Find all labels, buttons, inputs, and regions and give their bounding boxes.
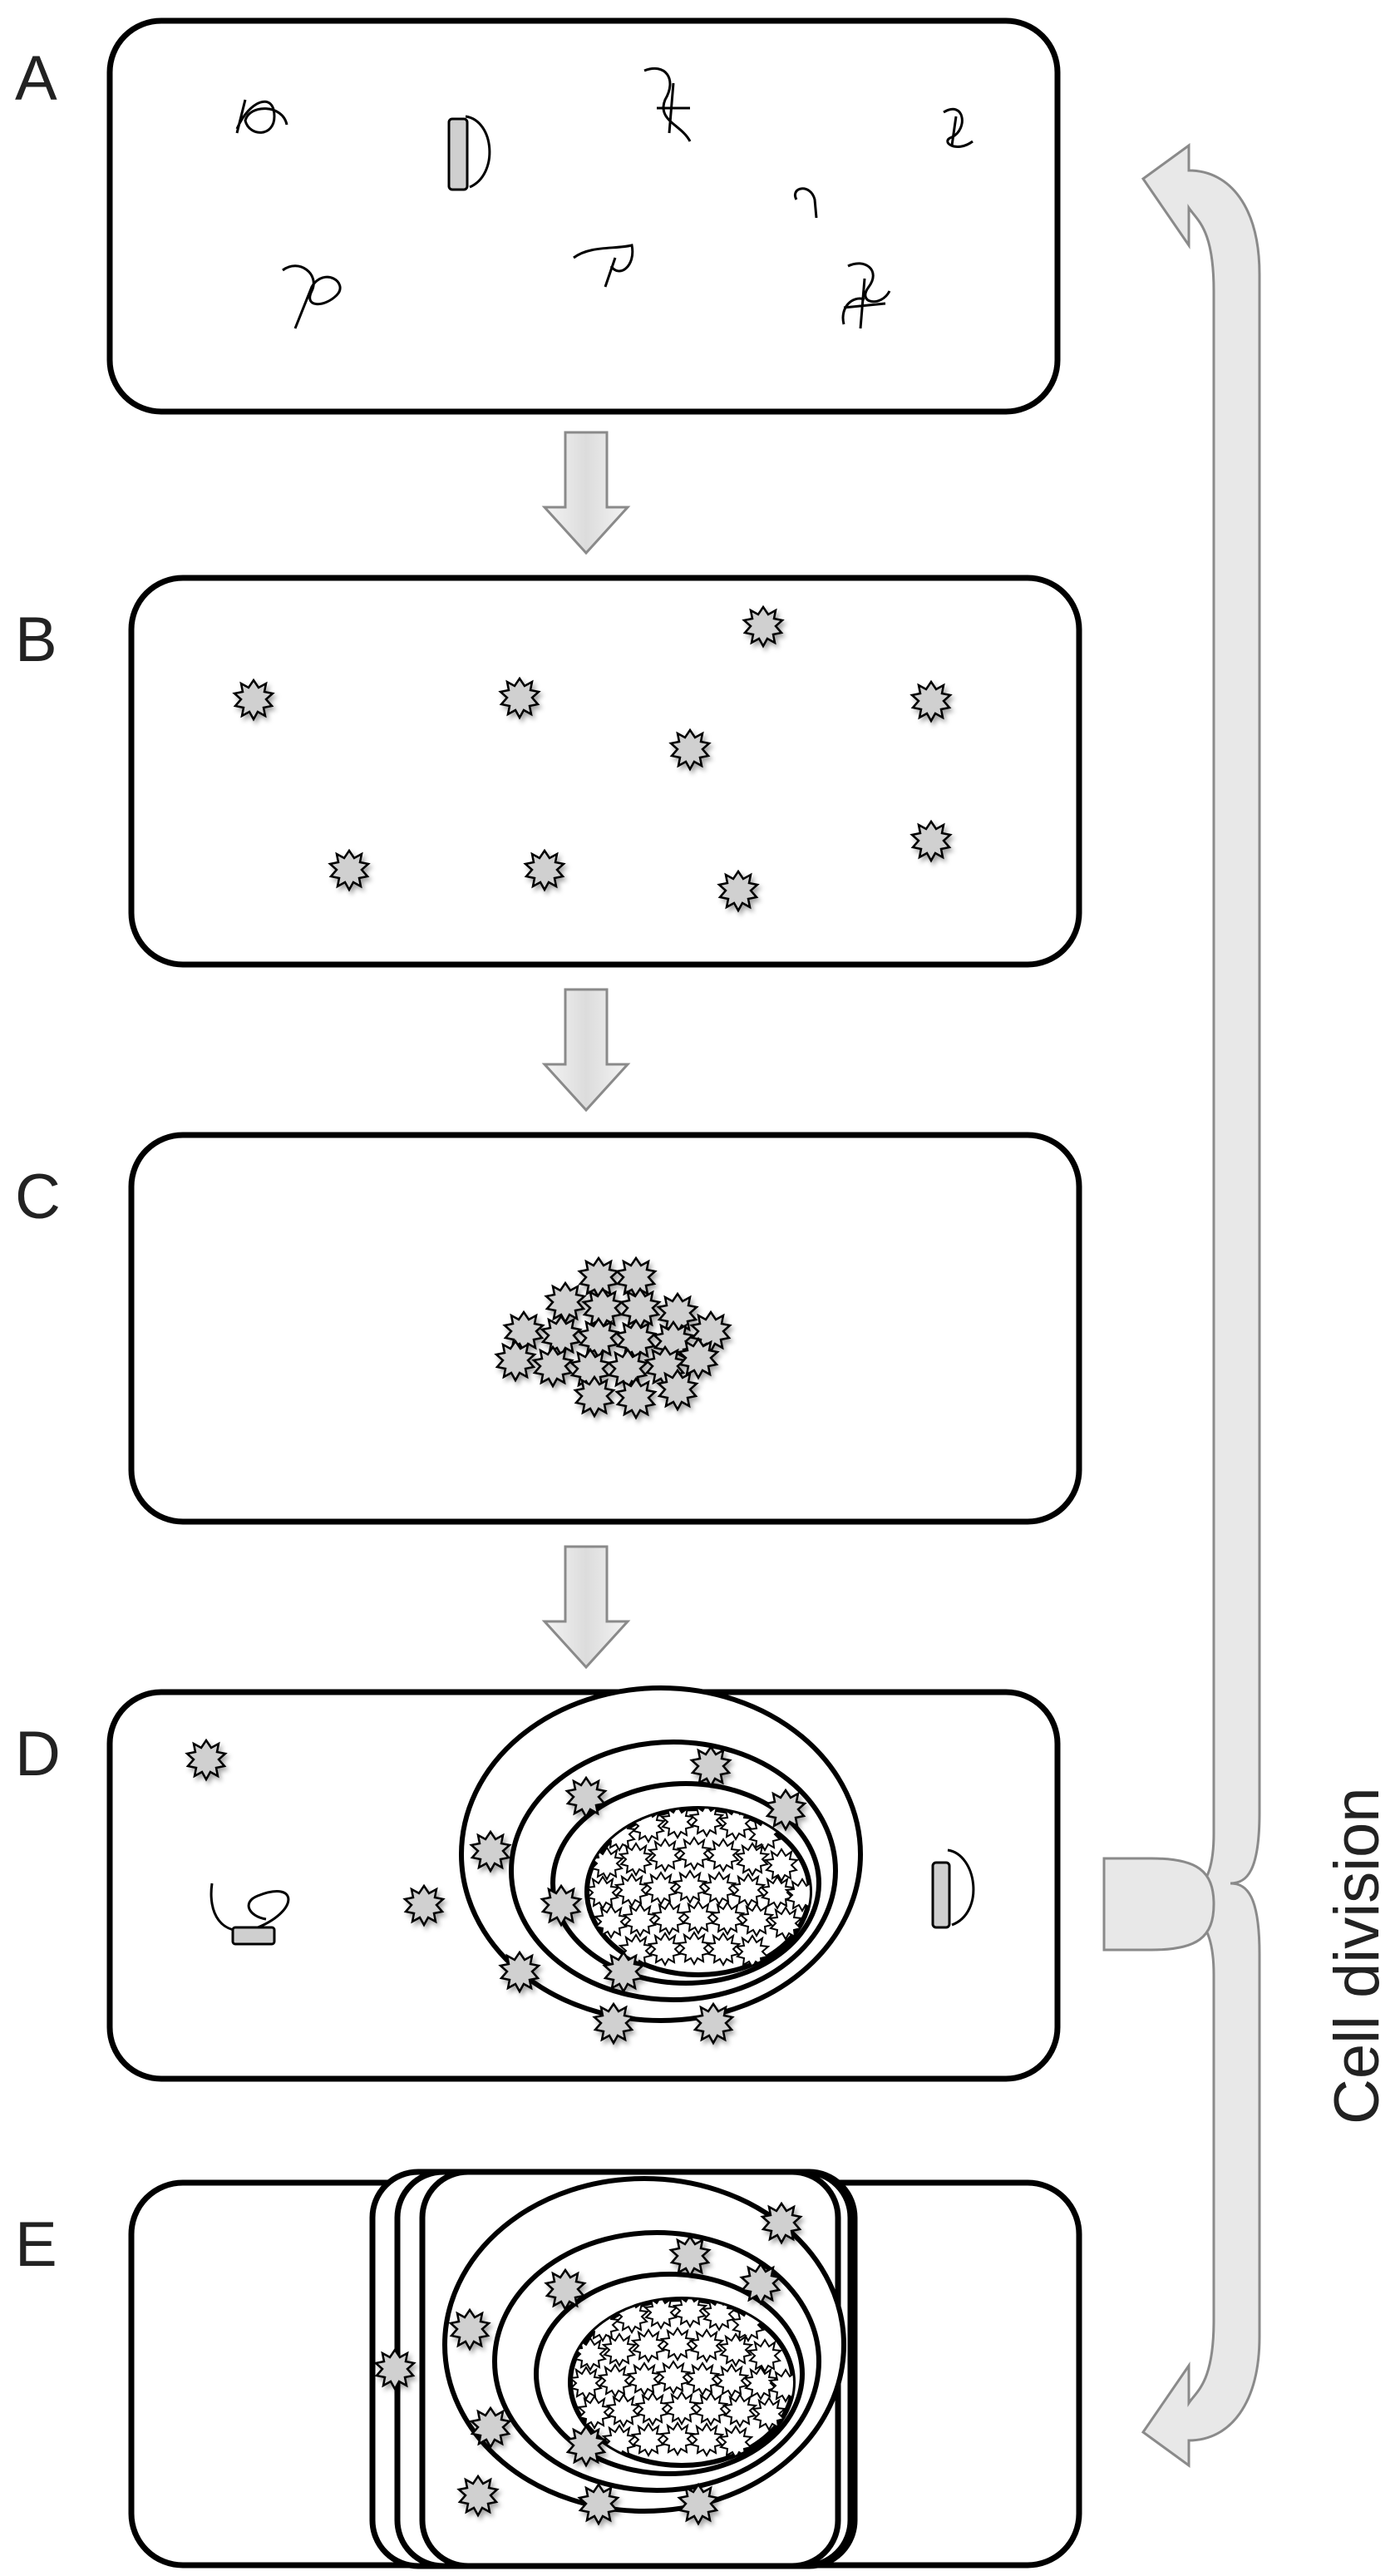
panel-d: D xyxy=(15,1685,1061,2082)
unfolding-chain-left xyxy=(209,1883,290,1932)
panel-label-a: A xyxy=(15,43,57,114)
unfolding-chain-right xyxy=(947,1848,975,1927)
panel-label-d: D xyxy=(15,1719,61,1789)
panel-b: B xyxy=(15,575,1082,968)
panel-b-box xyxy=(128,575,1082,968)
panel-a: A xyxy=(15,17,1061,415)
aggresome-e xyxy=(374,2176,846,2525)
panel-label-b: B xyxy=(15,605,57,675)
down-arrow-b-to-c xyxy=(541,988,631,1113)
down-arrow-c-to-d xyxy=(541,1545,631,1670)
aggresome-d xyxy=(459,1685,863,2045)
chaperone-right-icon xyxy=(931,1861,951,1929)
chaperone-left-icon xyxy=(231,1926,276,1946)
panel-label-e: E xyxy=(15,2209,57,2280)
chaperone-icon xyxy=(447,117,469,191)
panel-label-c: C xyxy=(15,1162,61,1232)
down-arrow-a-to-b xyxy=(541,431,631,555)
panel-a-box xyxy=(106,17,1061,415)
unfolded-proteins xyxy=(235,67,974,329)
cell-division-bracket-arrow xyxy=(1104,143,1261,2468)
cell-division-label: Cell division xyxy=(1322,1788,1393,2125)
bracket-stem xyxy=(1102,1857,1215,1952)
panel-c: C xyxy=(15,1132,1082,1525)
panel-e: E xyxy=(15,2169,1082,2569)
